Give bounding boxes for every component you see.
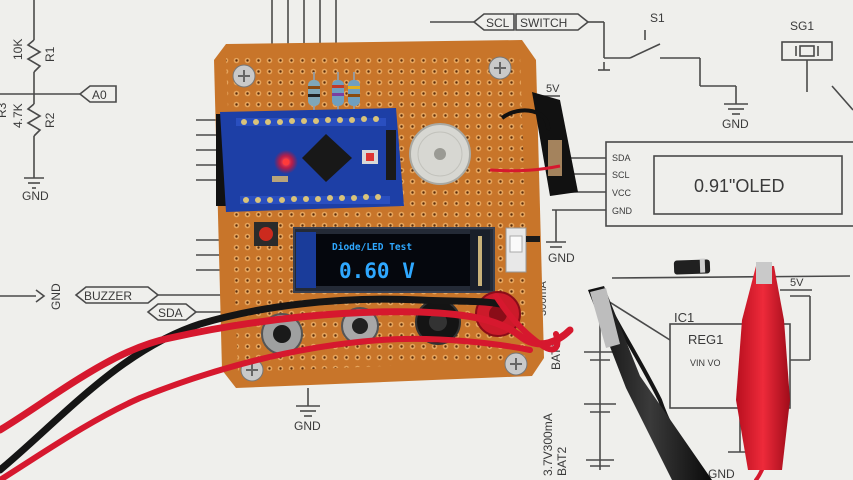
microcontroller-chip xyxy=(302,134,352,182)
power-led-icon xyxy=(274,150,298,174)
s1-label: S1 xyxy=(650,11,665,25)
r1-label: R1 xyxy=(43,46,57,62)
arduino-pro-mini-board xyxy=(216,108,404,212)
oled-pin-vcc: VCC xyxy=(612,188,632,198)
gnd-mid-left-label: GND xyxy=(49,283,63,310)
switch-net-label: SWITCH xyxy=(520,16,567,30)
gnd-reg-label: GND xyxy=(708,467,735,480)
bat2-rating-label: 3.7V300mA xyxy=(541,413,555,476)
oled-line-2: 0.60 V xyxy=(339,259,415,283)
oled-line-1: Diode/LED Test xyxy=(332,242,412,253)
reg1-pins-label: VIN VO xyxy=(690,358,721,368)
tactile-button[interactable] xyxy=(254,222,278,246)
gnd-bottom-label: GND xyxy=(294,419,321,433)
resistors xyxy=(308,72,360,112)
red-alligator-clip xyxy=(736,262,790,470)
buzzer-icon xyxy=(409,123,471,185)
sda-net-label: SDA xyxy=(158,306,183,320)
gnd-left-label: GND xyxy=(22,189,49,203)
oled-pin-sda: SDA xyxy=(612,153,631,163)
r2-label: R2 xyxy=(43,112,57,128)
battery-connector xyxy=(489,92,578,196)
gnd-oled-label: GND xyxy=(548,251,575,265)
sg1-label: SG1 xyxy=(790,19,814,33)
screw-top-right-icon xyxy=(488,56,512,80)
oled-module xyxy=(293,227,495,293)
reg1-label: REG1 xyxy=(688,332,723,347)
oled-screen: Diode/LED Test 0.60 V xyxy=(332,242,415,283)
scl-net-label: SCL xyxy=(486,16,510,30)
schematic xyxy=(0,0,853,470)
five-v-top-label: 5V xyxy=(546,83,560,95)
ic1-label: IC1 xyxy=(674,310,694,325)
oled-pin-gnd: GND xyxy=(612,206,633,216)
buzzer-net-label: BUZZER xyxy=(84,289,132,303)
gnd-right-top-label: GND xyxy=(722,117,749,131)
five-v-right-label: 5V xyxy=(790,277,804,289)
r1-value-label: 10K xyxy=(11,39,25,60)
screw-top-left-icon xyxy=(232,64,256,88)
bat2-label: BAT2 xyxy=(555,447,569,476)
r3-label: R3 xyxy=(0,102,9,118)
r2-value-label: 4.7K xyxy=(11,103,25,128)
screw-bottom-right-icon xyxy=(504,352,528,376)
diode-under-test xyxy=(673,258,711,275)
black-alligator-clip xyxy=(588,286,712,480)
slide-switch[interactable] xyxy=(505,227,540,273)
schematic-labels: 10K R1 4.7K R2 R3 A0 GND GND BUZZER SDA … xyxy=(0,11,814,480)
oled-pin-scl: SCL xyxy=(612,170,630,180)
oled-title-label: 0.91"OLED xyxy=(694,176,784,196)
probe-wires xyxy=(0,268,777,480)
a0-net-label: A0 xyxy=(92,88,107,102)
